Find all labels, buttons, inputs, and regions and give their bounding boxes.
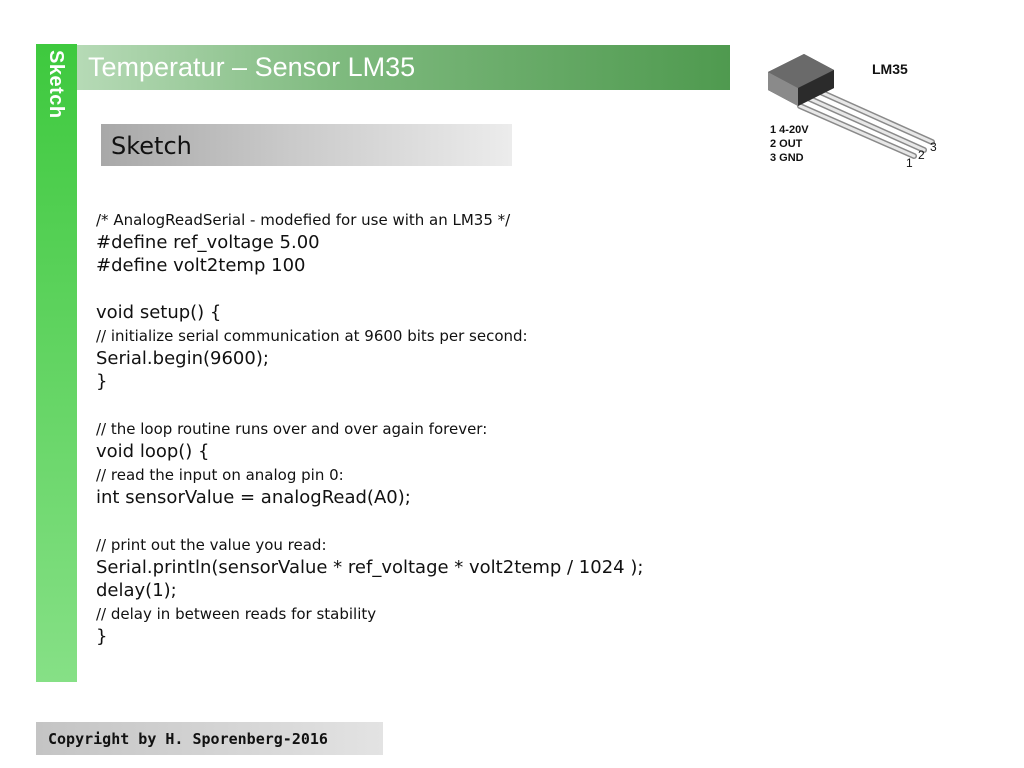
sensor-name: LM35 xyxy=(872,61,908,77)
pin-label: 1 4-20V xyxy=(770,124,809,136)
side-bar xyxy=(36,44,77,682)
code-comment-line: // read the input on analog pin 0: xyxy=(96,466,344,484)
code-line: #define ref_voltage 5.00 xyxy=(96,232,320,253)
pin-label: 2 OUT xyxy=(770,138,803,150)
code-line: } xyxy=(96,371,108,392)
code-line: #define volt2temp 100 xyxy=(96,255,306,276)
code-blank-line xyxy=(96,512,736,536)
subtitle-box xyxy=(101,124,512,166)
code-line: int sensorValue = analogRead(A0); xyxy=(96,487,411,508)
code-blank-line xyxy=(96,280,736,304)
pin-number: 2 xyxy=(918,148,925,162)
code-line: Serial.begin(9600); xyxy=(96,348,269,369)
pin-label: 3 GND xyxy=(770,152,804,164)
code-comment-line: // the loop routine runs over and over a… xyxy=(96,420,488,438)
code-line: Serial.println(sensorValue * ref_voltage… xyxy=(96,557,644,578)
code-block: /* AnalogReadSerial - modefied for use w… xyxy=(96,211,736,651)
code-comment-line: // print out the value you read: xyxy=(96,536,327,554)
code-line: void loop() { xyxy=(96,441,210,462)
side-label: Sketch xyxy=(45,50,67,119)
copyright-text: Copyright by H. Sporenberg-2016 xyxy=(48,730,328,748)
lm35-sensor-image xyxy=(768,54,935,159)
code-blank-line xyxy=(96,396,736,420)
pin-number: 1 xyxy=(906,156,913,170)
copyright-box xyxy=(36,722,383,755)
code-line: delay(1); xyxy=(96,580,177,601)
title-bar xyxy=(77,45,730,90)
code-comment-line: /* AnalogReadSerial - modefied for use w… xyxy=(96,211,511,229)
code-comment-line: // initialize serial communication at 96… xyxy=(96,327,528,345)
code-line: } xyxy=(96,626,108,647)
code-comment-line: // delay in between reads for stability xyxy=(96,605,377,623)
subtitle: Sketch xyxy=(111,132,192,160)
pin-list: 1 4-20V 2 OUT 3 GND xyxy=(770,123,809,165)
code-line: void setup() { xyxy=(96,302,222,323)
page-title: Temperatur – Sensor LM35 xyxy=(88,52,416,82)
pin-number: 3 xyxy=(930,140,937,154)
